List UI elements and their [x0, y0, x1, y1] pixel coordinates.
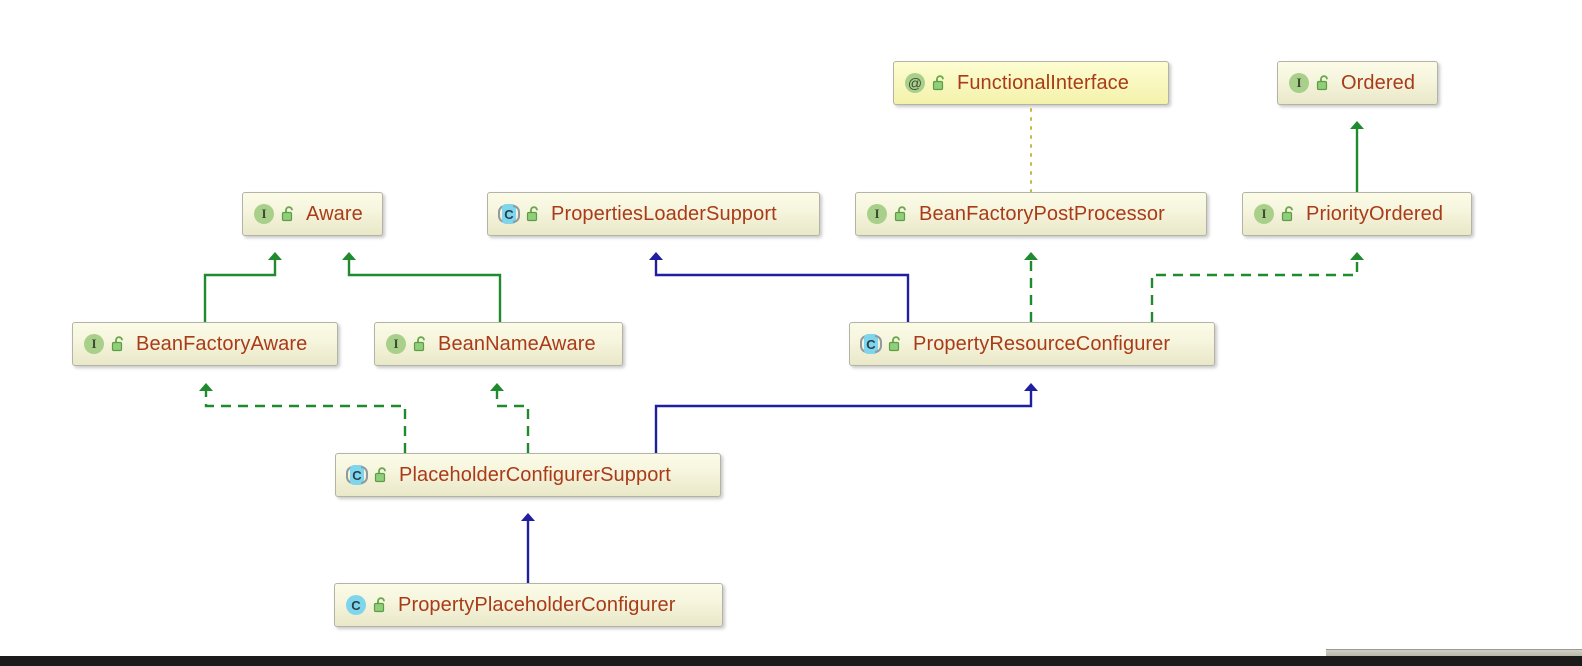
abstract-class-icon: C — [346, 464, 368, 486]
interface-icon: I — [866, 203, 888, 225]
node-label: PropertyResourceConfigurer — [913, 332, 1171, 355]
interface-icon: I — [1253, 203, 1275, 225]
node-bean-factory-aware[interactable]: I BeanFactoryAware — [72, 322, 338, 366]
interface-icon: I — [253, 203, 275, 225]
node-label: PropertiesLoaderSupport — [551, 202, 777, 225]
edge-placeholder-support-implements-bean-factory-aware — [199, 383, 407, 453]
abstract-class-icon: C — [860, 333, 882, 355]
interface-icon: I — [83, 333, 105, 355]
node-label: PropertyPlaceholderConfigurer — [398, 593, 676, 616]
window-bottom-edge — [0, 656, 1582, 666]
edge-bean-factory-aware-extends-aware — [203, 252, 282, 322]
unlocked-public-icon — [373, 597, 385, 613]
unlocked-public-icon — [526, 206, 538, 222]
horizontal-scrollbar[interactable] — [1326, 649, 1582, 656]
unlocked-public-icon — [932, 75, 944, 91]
abstract-class-icon: C — [498, 203, 520, 225]
node-label: BeanFactoryPostProcessor — [919, 202, 1165, 225]
node-label: FunctionalInterface — [957, 71, 1129, 94]
unlocked-public-icon — [894, 206, 906, 222]
node-properties-loader-support[interactable]: C PropertiesLoaderSupport — [487, 192, 820, 236]
node-label: PlaceholderConfigurerSupport — [399, 463, 671, 486]
interface-icon: I — [1288, 72, 1310, 94]
node-label: Aware — [306, 202, 363, 225]
class-icon: C — [345, 594, 367, 616]
unlocked-public-icon — [111, 336, 123, 352]
node-label: BeanNameAware — [438, 332, 596, 355]
annotation-at-icon: @ — [904, 72, 926, 94]
unlocked-public-icon — [374, 467, 386, 483]
node-aware[interactable]: I Aware — [242, 192, 383, 236]
node-label: PriorityOrdered — [1306, 202, 1444, 225]
node-priority-ordered[interactable]: I PriorityOrdered — [1242, 192, 1472, 236]
node-property-resource-configurer[interactable]: C PropertyResourceConfigurer — [849, 322, 1215, 366]
node-bean-name-aware[interactable]: I BeanNameAware — [374, 322, 623, 366]
node-bean-factory-post-processor[interactable]: I BeanFactoryPostProcessor — [855, 192, 1207, 236]
unlocked-public-icon — [413, 336, 425, 352]
node-placeholder-configurer-support[interactable]: C PlaceholderConfigurerSupport — [335, 453, 721, 497]
unlocked-public-icon — [281, 206, 293, 222]
node-label: Ordered — [1341, 71, 1416, 94]
edge-bean-name-aware-extends-aware — [342, 252, 502, 322]
node-label: BeanFactoryAware — [136, 332, 308, 355]
edge-placeholder-support-implements-bean-name-aware — [490, 383, 530, 453]
interface-icon: I — [385, 333, 407, 355]
node-property-placeholder-configurer[interactable]: C PropertyPlaceholderConfigurer — [334, 583, 723, 627]
node-ordered[interactable]: I Ordered — [1277, 61, 1438, 105]
unlocked-public-icon — [888, 336, 900, 352]
edge-property-resource-extends-properties-loader-support — [649, 252, 910, 322]
node-functional-interface[interactable]: @ FunctionalInterface — [893, 61, 1169, 105]
unlocked-public-icon — [1316, 75, 1328, 91]
unlocked-public-icon — [1281, 206, 1293, 222]
edge-property-resource-implements-priority-ordered — [1150, 252, 1364, 322]
edge-placeholder-support-extends-property-resource — [654, 383, 1038, 453]
